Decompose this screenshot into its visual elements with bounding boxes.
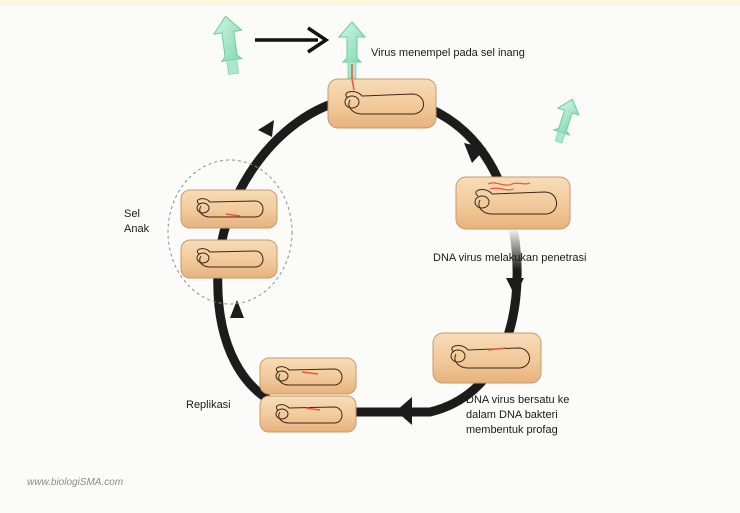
label-attach-text: Virus menempel pada sel inang <box>371 47 525 59</box>
label-replication-text: Replikasi <box>186 399 231 411</box>
cycle-arrow-icon <box>396 397 412 425</box>
daughter-cells-outline <box>167 159 293 305</box>
bacterium-icon <box>259 395 357 433</box>
label-attach: Virus menempel pada sel inang <box>371 46 525 61</box>
label-daughter: Sel Anak <box>124 207 149 237</box>
label-penetration: DNA virus melakukan penetrasi <box>433 251 586 266</box>
bacterium-icon <box>180 189 278 229</box>
cycle-arrow-icon <box>230 300 244 318</box>
cycle-fade <box>503 228 527 270</box>
top-strip <box>0 0 740 6</box>
virus-icon <box>552 98 580 144</box>
label-daughter-line: Sel <box>124 208 140 220</box>
arrow-right-icon <box>255 26 330 54</box>
label-integrate-line: DNA virus bersatu ke <box>466 394 570 406</box>
cycle-arrow-icon <box>258 120 274 137</box>
cycle-arrow-icon <box>506 278 524 296</box>
label-integrate: DNA virus bersatu ke dalam DNA bakteri m… <box>466 393 569 438</box>
virus-icon <box>337 21 367 82</box>
bacterium-icon <box>432 332 542 384</box>
bacterium-icon <box>259 357 357 395</box>
cycle-arrow-icon <box>464 143 486 163</box>
bacterium-icon <box>455 176 571 230</box>
label-daughter-line: Anak <box>124 223 150 235</box>
bacterium-icon <box>180 239 278 279</box>
label-integrate-line: dalam DNA bakteri <box>466 409 558 421</box>
watermark: www.biologiSMA.com <box>27 477 124 488</box>
bacterium-icon <box>327 78 437 129</box>
virus-icon <box>212 15 243 75</box>
label-penetration-text: DNA virus melakukan penetrasi <box>433 252 587 264</box>
label-replication: Replikasi <box>186 398 231 413</box>
label-integrate-line: membentuk profag <box>466 424 558 436</box>
